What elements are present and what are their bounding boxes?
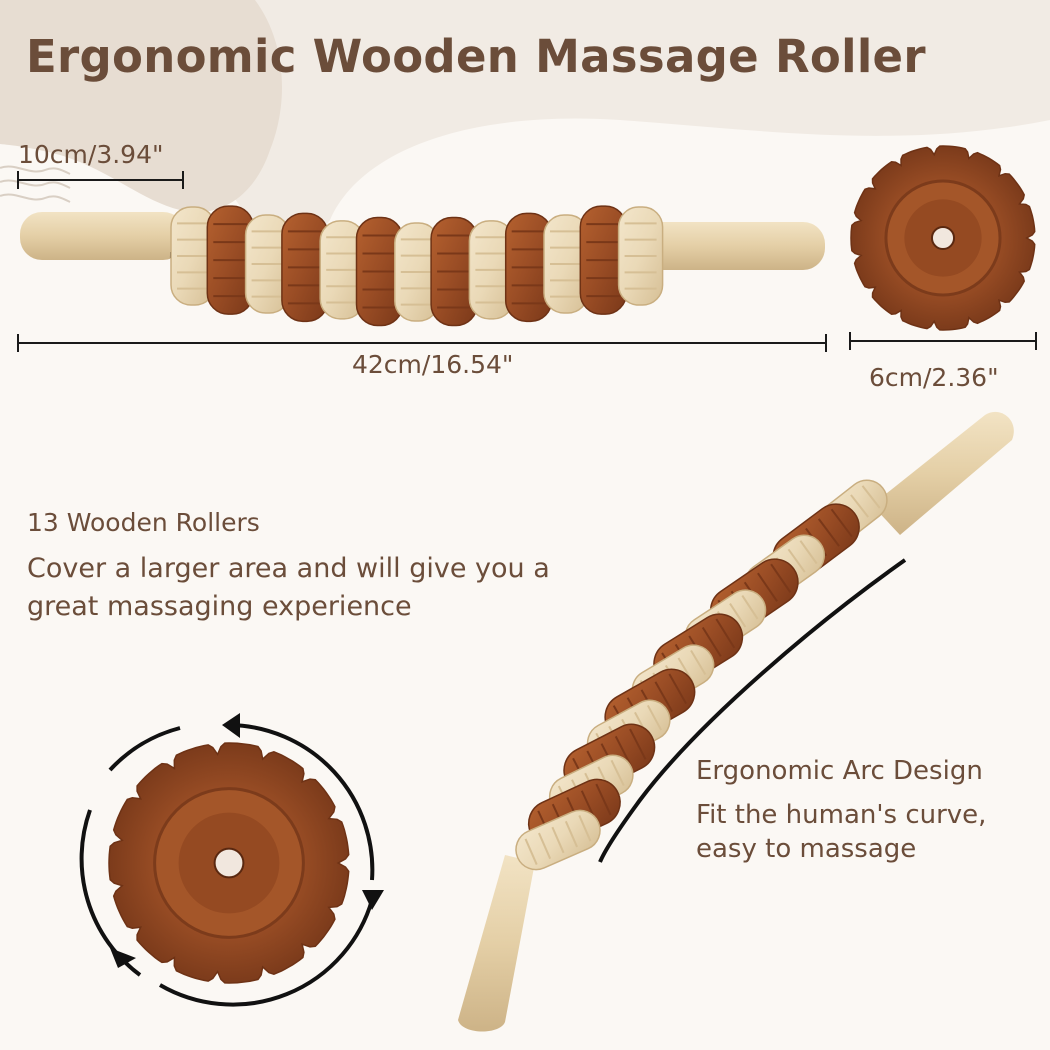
right-handle xyxy=(640,222,825,270)
dimension-handle-length: 10cm/3.94" xyxy=(18,140,164,169)
bottom-handle xyxy=(458,855,535,1032)
dimension-line-total xyxy=(17,334,827,352)
dimension-total-length: 42cm/16.54" xyxy=(352,350,514,379)
roller-wheel xyxy=(281,212,329,323)
roller-wheel xyxy=(319,220,365,320)
roller-wheel xyxy=(468,220,515,320)
rotation-arrowheads xyxy=(110,713,384,968)
feature-arc-description: Fit the human's curve, easy to massage xyxy=(696,800,987,864)
top-handle xyxy=(872,411,1014,535)
wooden-wheel-icon xyxy=(850,145,1036,331)
dimension-line-handle xyxy=(17,171,184,189)
wheel-hole xyxy=(213,847,245,879)
feature-rollers-description: Cover a larger area and will give you a … xyxy=(27,553,550,622)
feature-rollers-title: 13 Wooden Rollers xyxy=(27,508,260,537)
wooden-wheel-large-icon xyxy=(108,742,350,984)
roller-wheel xyxy=(170,206,216,306)
feature-arc-title: Ergonomic Arc Design xyxy=(696,756,983,786)
dimension-line-wheel xyxy=(849,332,1037,350)
roller-wheel xyxy=(579,205,628,315)
roller-wheel xyxy=(244,214,291,314)
curved-roller-image xyxy=(458,411,1014,1032)
background-blob-dark xyxy=(0,0,282,213)
wheel-hole xyxy=(930,225,956,251)
dimension-lines xyxy=(17,171,1037,352)
left-handle xyxy=(20,212,185,260)
horizontal-roller-image xyxy=(20,205,825,327)
arc-curve-line xyxy=(598,558,907,863)
wave-lines-icon xyxy=(0,165,71,203)
roller-wheel xyxy=(617,206,664,306)
page-title: Ergonomic Wooden Massage Roller xyxy=(26,30,926,83)
dimension-wheel-diameter: 6cm/2.36" xyxy=(869,363,999,392)
roller-wheel xyxy=(515,809,601,871)
